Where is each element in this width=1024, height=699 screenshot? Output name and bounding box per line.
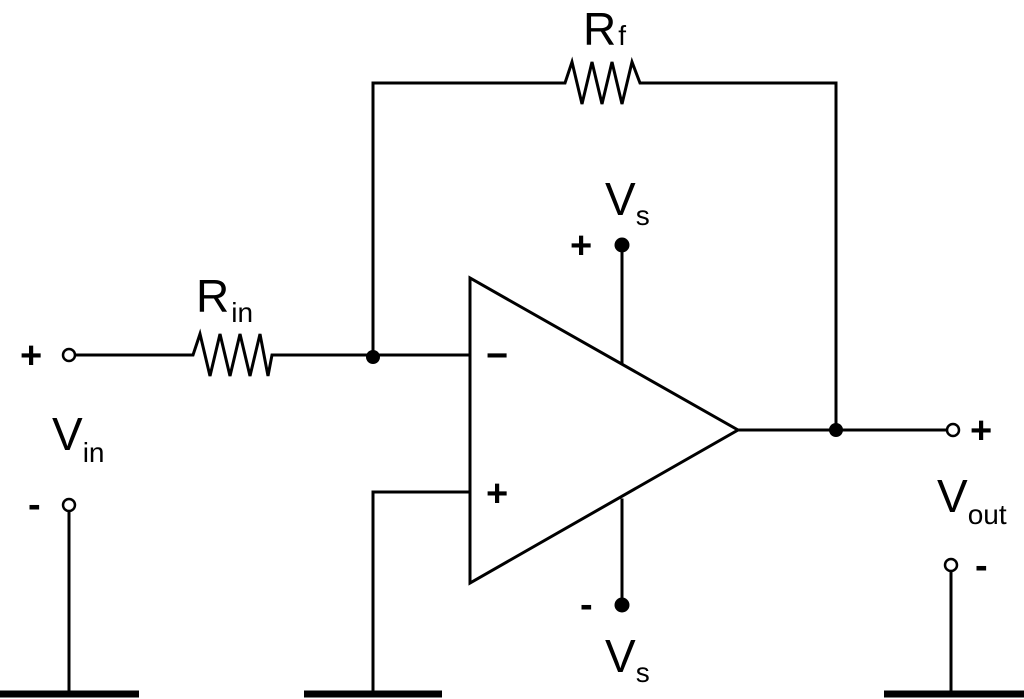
terminal-vout-plus — [945, 422, 961, 438]
wire-noninverting-to-ground — [371, 490, 472, 695]
op-amp-triangle — [468, 275, 742, 586]
sign-vout-minus: - — [975, 545, 988, 587]
label-rin: Rin — [196, 270, 253, 328]
label-vs-bottom: Vs — [605, 630, 650, 688]
junction-dot-input — [366, 350, 380, 364]
label-vin: Vin — [52, 408, 104, 468]
label-vout: Vout — [937, 470, 1007, 530]
sign-inverting-input: − — [486, 335, 508, 377]
sign-vout-plus: + — [970, 410, 992, 452]
sign-vs-bottom-minus: - — [580, 584, 593, 626]
wire-feedback-left — [371, 81, 559, 357]
sign-vin-minus: - — [28, 484, 41, 526]
junction-dot-output — [829, 423, 843, 437]
wire-feedback-right — [646, 81, 838, 432]
supply-dot-bottom — [614, 597, 630, 613]
label-rf: Rf — [583, 3, 626, 55]
resistor-rf — [557, 56, 648, 105]
sign-vs-top-plus: + — [570, 225, 592, 267]
sign-vin-plus: + — [20, 335, 42, 377]
terminal-vout-minus — [943, 557, 959, 573]
sign-noninverting-input: + — [486, 473, 508, 515]
terminal-vin-plus — [61, 347, 77, 363]
label-vs-top: Vs — [605, 173, 650, 231]
terminal-vin-minus — [61, 497, 77, 513]
resistor-rin — [187, 328, 278, 377]
supply-dot-top — [614, 237, 630, 253]
